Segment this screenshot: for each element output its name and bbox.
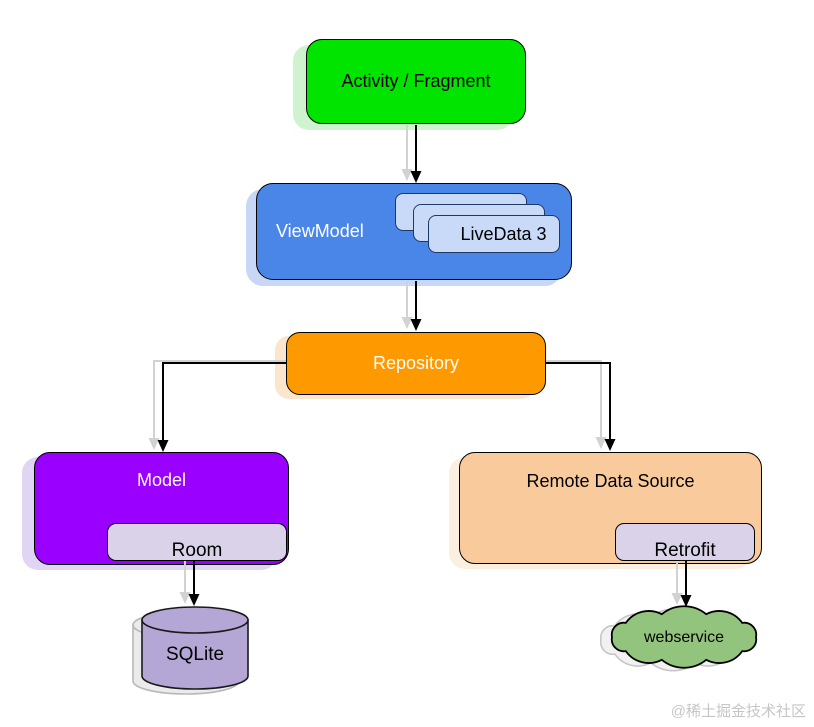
activity-fragment-box: Activity / Fragment — [306, 39, 526, 124]
room-label: Room — [171, 539, 223, 561]
remote-data-source-box: Remote Data Source Retrofit — [459, 452, 762, 564]
watermark: @稀土掘金技术社区 — [670, 703, 806, 720]
retrofit-label: Retrofit — [654, 540, 716, 561]
retrofit-box: Retrofit — [615, 523, 755, 561]
remote-data-source-label: Remote Data Source — [526, 471, 695, 491]
viewmodel-label: ViewModel — [276, 221, 364, 241]
repository-box: Repository — [286, 332, 546, 395]
webservice-label: webservice — [643, 629, 725, 646]
edge-repository-remote — [546, 362, 611, 439]
edge-repository-model — [162, 362, 286, 440]
model-label: Model — [136, 470, 187, 490]
repository-label: Repository — [372, 353, 460, 373]
livedata-card-front: LiveData 3 — [428, 215, 560, 253]
livedata-label: LiveData 3 — [460, 223, 547, 244]
room-box: Room — [107, 523, 287, 561]
sqlite-label: SQLite — [165, 644, 225, 665]
model-box: Model Room — [34, 452, 289, 565]
activity-fragment-label: Activity / Fragment — [341, 71, 491, 91]
viewmodel-box: ViewModel LiveData 3 — [256, 183, 572, 280]
